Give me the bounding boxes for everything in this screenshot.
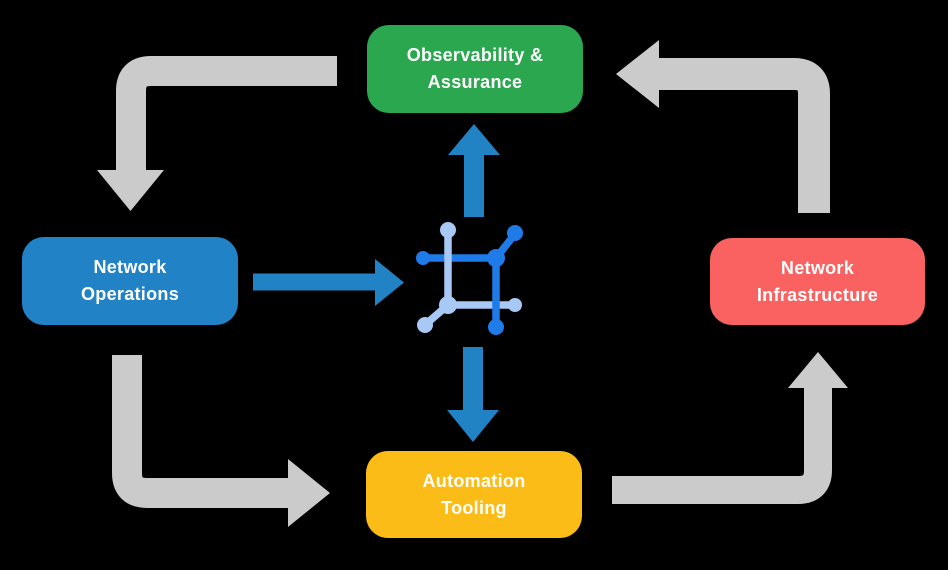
box-automation-tooling: Automation Tooling bbox=[366, 451, 582, 538]
box-network-infrastructure: Network Infrastructure bbox=[710, 238, 925, 325]
arrow-infrastructure-to-observability-head bbox=[616, 40, 659, 108]
arrow-operations-to-tooling-head bbox=[288, 459, 330, 527]
icon-node-top bbox=[440, 222, 456, 238]
arrow-platform-to-observability-head bbox=[448, 124, 500, 155]
arrow-operations-to-tooling-shaft bbox=[112, 355, 288, 508]
icon-node-topright bbox=[507, 225, 523, 241]
icon-node-topright-junction bbox=[487, 249, 505, 267]
arrow-tooling-to-infrastructure-shaft bbox=[612, 388, 832, 504]
icon-node-bottomleft-junction bbox=[439, 296, 457, 314]
box-automation-tooling-label: Automation Tooling bbox=[422, 470, 526, 518]
arrow-operations-to-platform-head bbox=[375, 259, 404, 306]
network-automation-platform-icon bbox=[416, 222, 523, 335]
box-network-operations: Network Operations bbox=[22, 237, 238, 325]
arrow-tooling-to-infrastructure-head bbox=[788, 352, 848, 388]
arrow-observability-to-operations-shaft bbox=[116, 56, 337, 172]
icon-node-left bbox=[416, 251, 430, 265]
box-network-infrastructure-label: Network Infrastructure bbox=[756, 257, 879, 305]
arrow-observability-to-operations-head bbox=[97, 170, 164, 211]
icon-node-bottom bbox=[488, 319, 504, 335]
icon-node-bottomleft bbox=[417, 317, 433, 333]
box-network-operations-label: Network Operations bbox=[80, 257, 180, 304]
icon-node-right bbox=[508, 298, 522, 312]
arrow-platform-to-tooling-head bbox=[447, 410, 499, 442]
box-observability-assurance: Observability & Assurance bbox=[367, 25, 583, 113]
arrow-infrastructure-to-observability-shaft bbox=[659, 58, 830, 213]
box-observability-assurance-label: Observability & Assurance bbox=[406, 45, 544, 92]
